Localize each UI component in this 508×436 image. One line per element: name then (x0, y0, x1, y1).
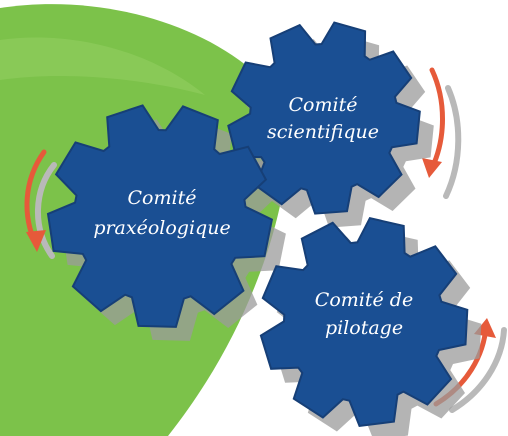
gear-label-pilotage: Comité de pilotage (315, 289, 413, 339)
curved-arrow-shadow-icon (443, 85, 462, 199)
gear-icon-pilotage (259, 217, 469, 427)
gear-icon-scientifique (227, 21, 421, 215)
curved-arrow-shadow-icon (449, 327, 507, 413)
gear-label-line: scientifique (267, 121, 379, 143)
gear-label-line: Comité (289, 94, 358, 116)
arrow-praxeologique (24, 149, 57, 259)
curved-arrow-icon (429, 67, 445, 171)
gear-icon-praxeologique (46, 104, 274, 328)
gear-label-line: pilotage (325, 317, 403, 339)
gear-layer (46, 21, 482, 436)
gear-label-line: Comité de (315, 289, 413, 311)
gear-label-praxeologique: Comité praxéologique (93, 187, 230, 239)
arrow-scientifique (422, 67, 462, 199)
arrowhead-icon (422, 158, 442, 178)
gear-label-scientifique: Comité scientifique (267, 94, 379, 143)
leaf-highlight (0, 37, 205, 95)
arrowhead-icon (26, 230, 46, 252)
gear-label-line: praxéologique (93, 217, 230, 239)
curved-arrow-shadow-icon (34, 162, 57, 259)
gear-label-line: Comité (128, 187, 197, 209)
